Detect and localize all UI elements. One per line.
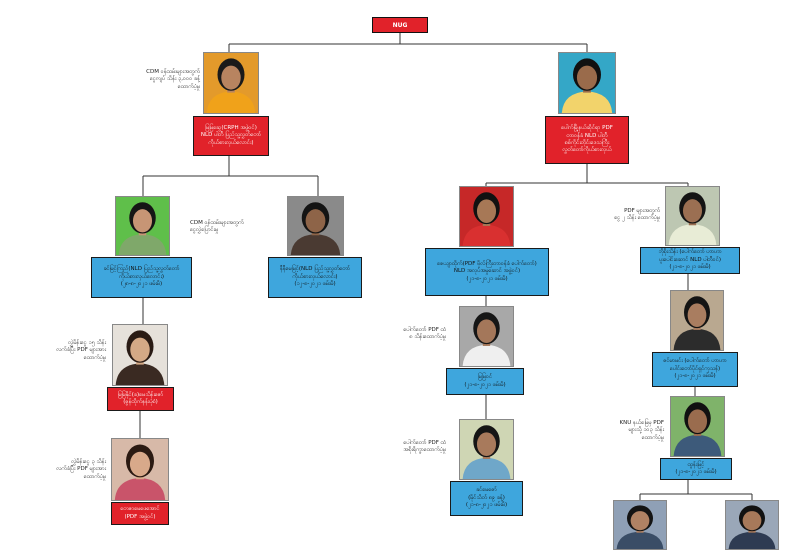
portrait-shoulders [290, 234, 341, 255]
portrait-face [682, 199, 703, 223]
portrait-silhouette [671, 397, 724, 456]
note-r2b: PDF များအတွက် ငွေ ၂ သိန်း ထောက်ပံ့မှု [614, 208, 660, 222]
note-l3a: လွှဲမိန်းငွေ ၁၅ သိန်း လက်ခံပြီး PDF များ… [56, 340, 106, 361]
connector-right-leader [485, 164, 689, 186]
portrait-silhouette [559, 53, 615, 113]
photo-r3b [670, 290, 724, 351]
portrait-face [742, 511, 762, 531]
box-l2b: နီနီမေမြင့်(NLD ပြည်သူ့လွှတ်တော် ကိုယ်စာ… [268, 257, 362, 298]
box-l2a: ခင်မြင့်ကြည်(NLD ပြည်သူ့လွှတ်တော် ကိုယ်စ… [91, 257, 192, 298]
connector-r4b-children [639, 480, 753, 500]
portrait-silhouette [460, 420, 513, 479]
portrait-face [687, 409, 708, 433]
box-r3b: ဇင်မာမင်း (ပေါက်တော် ဟာဟာ ပေါင်းတော်ပိုင… [652, 352, 738, 387]
portrait-shoulders [673, 434, 722, 456]
portrait-face [305, 209, 326, 233]
portrait-face [687, 303, 707, 327]
portrait-face [132, 209, 153, 233]
photo-r4b [670, 396, 725, 457]
portrait-silhouette [666, 187, 719, 245]
box-left-leader: မြမြဆွေ(CRPH အဖွဲ့ဝင်) NLD ပါတီ ပြည်သူ့လ… [193, 116, 269, 156]
photo-right-leader [558, 52, 616, 114]
box-r3a: မြမြဝင် (၂၁-၈-၂၀၂၁ ဖမ်းမိ) [446, 368, 524, 395]
portrait-silhouette [460, 307, 513, 366]
portrait-shoulders [462, 457, 511, 479]
photo-l2b [287, 196, 344, 256]
portrait-face [576, 65, 598, 90]
photo-r2b [665, 186, 720, 246]
portrait-face [129, 451, 151, 477]
portrait-shoulders [616, 531, 664, 549]
portrait-face [130, 337, 150, 362]
connector-left-leader [142, 156, 319, 196]
portrait-silhouette [288, 197, 343, 255]
portrait-face [476, 432, 497, 456]
portrait-face [476, 319, 497, 343]
portrait-shoulders [728, 531, 776, 549]
root-node-nug: NUG [372, 17, 428, 33]
portrait-silhouette [113, 325, 167, 385]
note-r3a: ပေါက်တော် PDF ထံ ၈ သိန်းထောက်ပံ့မှု [403, 327, 446, 341]
note-l4a: လွှဲမိန်းငွေ ၃ သိန်း လက်ခံပြီး PDF များအ… [56, 459, 106, 480]
box-r4b: ထွန်းမြင့် (၂၁-၈-၂၀၂၁ ဖမ်းမိ) [660, 458, 732, 480]
photo-l3a [112, 324, 168, 386]
portrait-face [476, 199, 497, 223]
photo-l2a [115, 196, 170, 256]
portrait-shoulders [462, 224, 511, 246]
photo-r2a [459, 186, 514, 247]
portrait-shoulders [115, 363, 165, 385]
portrait-silhouette [460, 187, 513, 246]
photo-r3a [459, 306, 514, 367]
photo-left-leader [203, 52, 259, 114]
portrait-shoulders [462, 344, 511, 366]
connector-root [228, 33, 588, 52]
portrait-silhouette [204, 53, 258, 113]
portrait-silhouette [614, 501, 666, 549]
portrait-shoulders [561, 91, 613, 113]
portrait-shoulders [114, 478, 166, 500]
portrait-shoulders [668, 224, 717, 245]
box-r4a: ခင်မေဇော် (မိုင်သိတ် ၈၉ ခန့်) (၂၁-၈-၂၀၂၁… [450, 481, 523, 516]
portrait-face [221, 65, 241, 90]
photo-r4a [459, 419, 514, 480]
note-left-leader: CDM ဝန်ထမ်းများအတွက် ငွေကျပ် သိန်း ၃,၀၀၀… [146, 69, 200, 90]
portrait-shoulders [673, 328, 721, 350]
portrait-silhouette [726, 501, 778, 549]
photo-r5a [613, 500, 667, 550]
portrait-shoulders [206, 91, 256, 113]
box-r2b: ဘိုစိုးသိန်း (ပေါက်တော် ဟာဟာ ပူးပေါင်းဆေ… [640, 247, 740, 274]
portrait-shoulders [118, 234, 167, 255]
note-r4b: KNU နယ်မြေမှ PDF များသို့ ၁၀၃ သိန်း ထောက… [619, 420, 664, 441]
photo-r5b [725, 500, 779, 550]
box-l4a: တေဇာမေဖေအောင် (PDF အဖွဲ့ဝင်) [111, 502, 169, 525]
note-r4a: ပေါက်တော် PDF ထံ အစိုးရိက္ခာထောက်ပံ့မှု [403, 440, 446, 454]
portrait-silhouette [112, 439, 168, 500]
box-l3a: မြမြနိုင်(ခ)မေသိန်းဇော် (ဇွန်ထိုက်နန်းပု… [107, 387, 174, 411]
portrait-silhouette [116, 197, 169, 255]
portrait-silhouette [671, 291, 723, 350]
box-r2a: ဇေယျာထိုက်(PDF ဗိုလ်ကြီးတာဝန်ခံ ပေါက်တော… [425, 248, 549, 296]
portrait-face [630, 511, 650, 531]
box-right-leader: ပေါက်မြို့နယ်ဆိုင်ရာ PDF တာဝန်ခံ NLD ပါတ… [545, 116, 629, 164]
photo-l4a [111, 438, 169, 501]
note-l2b: CDM ဝန်ထမ်းများအတွက် ငွေလွှဲပြောင်းမှု [190, 220, 244, 234]
